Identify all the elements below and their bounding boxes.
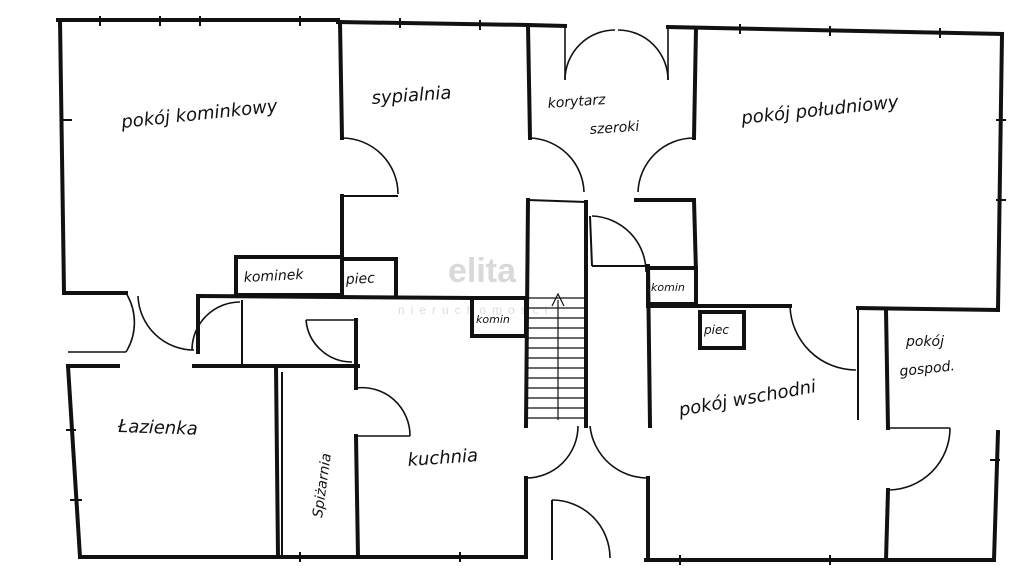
label-pokoj-gospod-line2: gospod. — [899, 358, 956, 380]
label-pokoj-wschodni: pokój wschodni — [676, 376, 817, 421]
label-sypialnia: sypialnia — [371, 82, 452, 109]
label-pokoj-kominkowy: pokój kominkowy — [119, 96, 278, 133]
label-kominek: kominek — [243, 267, 304, 286]
watermark-logo: elita nieruchomości — [398, 252, 547, 317]
watermark-logo-text: elita — [448, 252, 517, 290]
label-piec-2: piec — [703, 323, 729, 337]
label-piec-1: piec — [344, 270, 375, 288]
label-komin-2: komin — [651, 281, 685, 294]
staircase — [528, 292, 586, 420]
label-pokoj-poludniowy: pokój południowy — [739, 92, 900, 130]
interior-walls — [62, 19, 1001, 563]
label-korytarz-line2: szeroki — [589, 119, 640, 138]
label-korytarz-line1: korytarz — [547, 92, 607, 112]
label-lazienka: Łazienka — [117, 416, 198, 440]
label-pokoj-gospod-line1: pokój — [905, 334, 944, 350]
label-spizarnia: Spiżarnia — [310, 452, 335, 518]
label-komin-1: komin — [476, 313, 510, 326]
door-swings — [68, 26, 951, 559]
window-marks — [62, 16, 1006, 565]
label-kuchnia: kuchnia — [407, 445, 479, 471]
outer-walls — [56, 17, 1005, 563]
